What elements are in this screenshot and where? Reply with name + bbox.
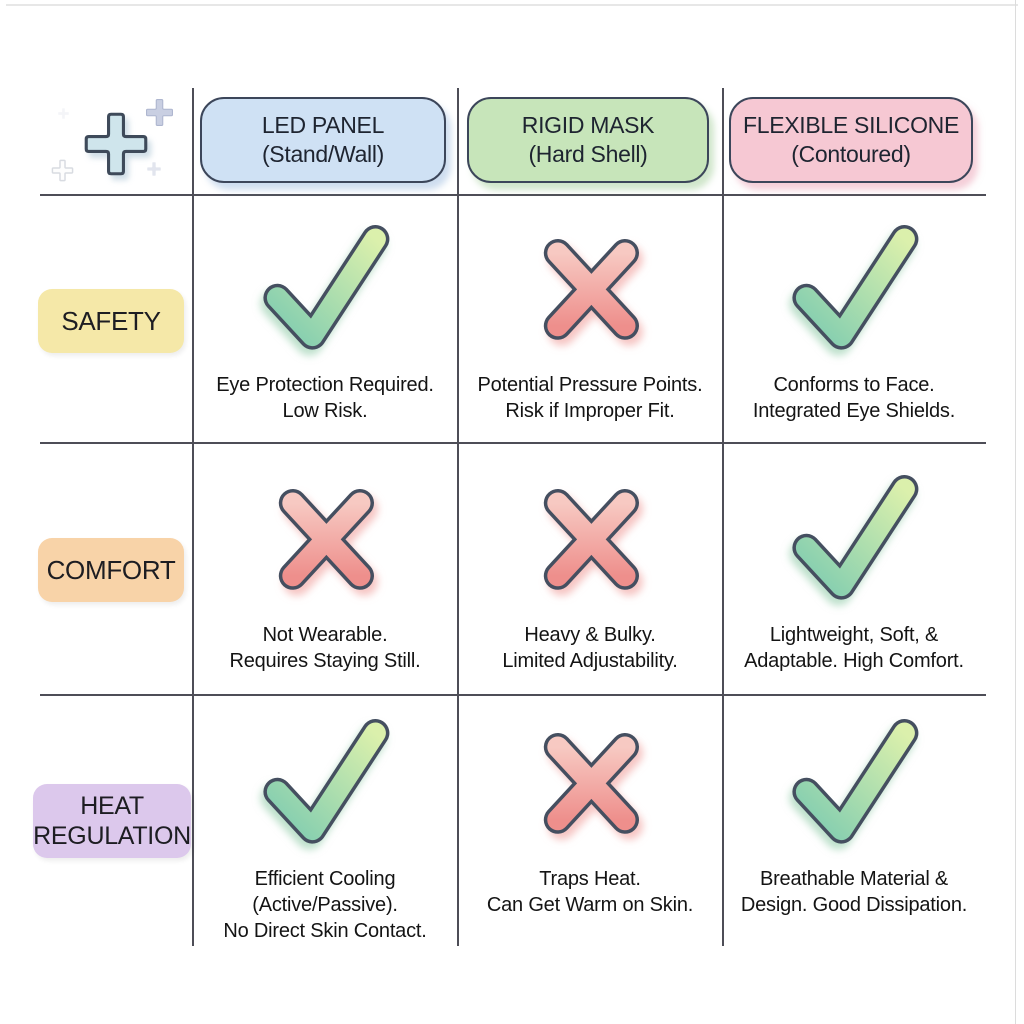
cross-icon — [515, 218, 665, 358]
column-header-led-panel: LED PANEL (Stand/Wall) — [200, 97, 446, 183]
page-top-border — [6, 4, 1018, 6]
page-right-border — [1015, 0, 1016, 1024]
grid-hline-2 — [40, 442, 986, 444]
column-header-flexible-silicone: FLEXIBLE SILICONE (Contoured) — [729, 97, 973, 183]
check-icon — [779, 712, 929, 852]
plus-icon — [147, 162, 161, 176]
plus-icon — [145, 99, 173, 126]
check-icon — [250, 712, 400, 852]
cell-note-comfort-led-panel: Not Wearable. Requires Staying Still. — [229, 624, 421, 672]
grid-vline-3 — [722, 88, 724, 946]
cell-note-comfort-flexible-silicone: Lightweight, Soft, & Adaptable. High Com… — [744, 624, 964, 672]
row-label-safety: SAFETY — [38, 289, 184, 353]
cell-note-safety-flexible-silicone: Conforms to Face. Integrated Eye Shields… — [752, 374, 956, 422]
medical-plus-icon — [84, 112, 148, 176]
check-icon — [779, 218, 929, 358]
check-icon — [250, 218, 400, 358]
plus-icon — [58, 108, 69, 119]
cell-note-heat-rigid-mask: Traps Heat. Can Get Warm on Skin. — [486, 868, 694, 916]
cross-icon — [515, 468, 665, 608]
grid-hline-1 — [40, 194, 986, 196]
row-label-comfort: COMFORT — [38, 538, 184, 602]
row-label-heat-regulation: HEAT REGULATION — [33, 784, 191, 858]
check-icon — [779, 468, 929, 608]
cell-note-heat-led-panel: Efficient Cooling (Active/Passive). No D… — [223, 868, 427, 942]
grid-vline-2 — [457, 88, 459, 946]
cross-icon — [515, 712, 665, 852]
grid-hline-3 — [40, 694, 986, 696]
cell-note-heat-flexible-silicone: Breathable Material & Design. Good Dissi… — [740, 868, 968, 916]
cell-note-comfort-rigid-mask: Heavy & Bulky. Limited Adjustability. — [502, 624, 678, 672]
cross-icon — [250, 468, 400, 608]
cell-note-safety-led-panel: Eye Protection Required. Low Risk. — [216, 374, 434, 422]
column-header-rigid-mask: RIGID MASK (Hard Shell) — [467, 97, 709, 183]
cell-note-safety-rigid-mask: Potential Pressure Points. Risk if Impro… — [477, 374, 703, 422]
grid-vline-1 — [192, 88, 194, 946]
plus-icon — [51, 159, 74, 182]
